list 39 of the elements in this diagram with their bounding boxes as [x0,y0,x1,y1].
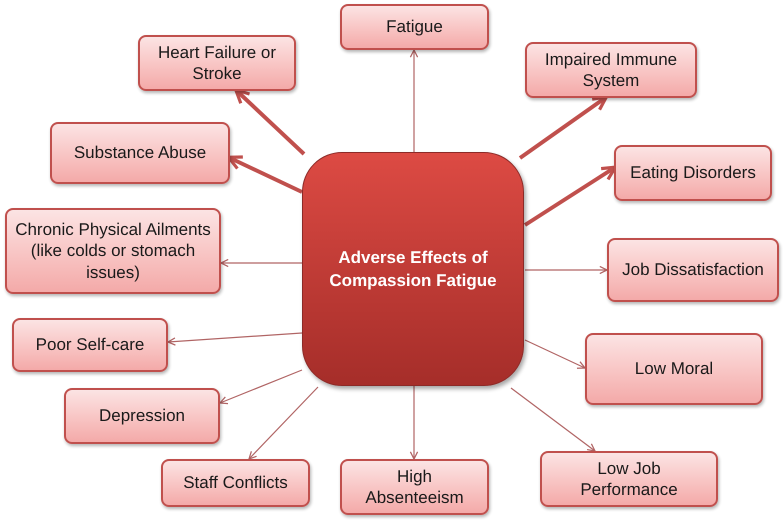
arrow [410,49,418,152]
central-topic-box [302,152,524,386]
arrow [167,332,302,346]
effect-box [340,459,489,515]
node-text: High Absenteeism [364,466,465,508]
arrow [510,388,596,452]
effect-box [585,333,763,405]
effect-box [5,208,221,294]
effect-box [12,318,168,372]
node-text: Adverse Effects of Compassion Fatigue [328,246,498,292]
arrow [410,386,418,460]
node-text: Low Moral [634,358,714,380]
effect-box [138,35,296,91]
node-text: Chronic Physical Ailments (like colds or stomach issues) [15,219,211,283]
node-text: Low Job Performance [579,458,679,500]
effect-box [540,451,718,507]
effect-box [525,42,697,98]
node-text: Substance Abuse [74,142,206,164]
arrow [524,339,586,369]
node-text: Heart Failure or Stroke [156,42,278,84]
effect-box [607,238,779,302]
node-text: Impaired Immune System [544,48,678,92]
arrow [518,95,608,160]
node-text: Eating Disorders [630,162,756,184]
arrow [220,258,302,268]
effect-box [614,145,772,201]
node-text: Depression [99,405,185,427]
node-text: Staff Conflicts [183,472,288,494]
effect-box [161,459,310,507]
effect-box [50,122,230,184]
node-text: Poor Self-care [36,334,144,356]
effect-box [64,388,220,444]
arrow [248,386,318,460]
arrow [525,266,608,274]
node-text: Job Dissatisfaction [622,259,764,281]
effect-box [340,4,489,50]
arrow [234,88,306,156]
node-text: Fatigue [386,16,443,38]
arrow [219,369,302,404]
